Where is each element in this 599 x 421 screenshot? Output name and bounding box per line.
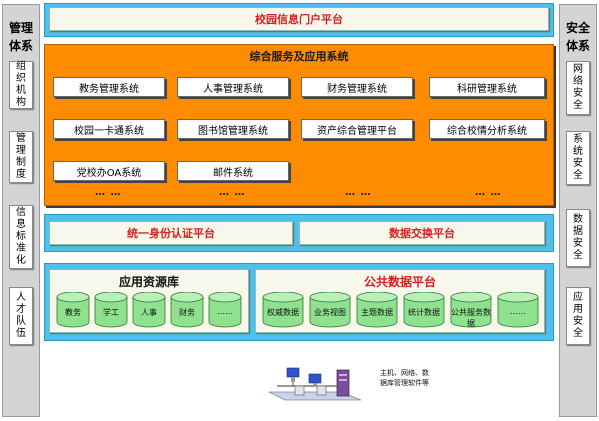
repo-item-cylinder: 教务 (56, 291, 90, 328)
public-data-item-label: 统计数据 (408, 308, 440, 317)
public-data-item-cylinder: …… (497, 291, 539, 328)
public-data-item-label: 主题数据 (361, 308, 393, 317)
system-mail: 邮件系统 (177, 161, 289, 181)
data-layer-bar: 应用资源库 教务 学工 人事 财务 …… 公共数据平台 权威数据 业务视图 主题数据 统计数据… (44, 263, 554, 341)
infrastructure-label: 主机、网络、数 据库管理软件等 (380, 368, 429, 388)
public-data-item-label: …… (510, 307, 526, 316)
repo-item-label: 人事 (141, 308, 157, 317)
repo-item-label: 财务 (179, 308, 195, 317)
system-campus-analysis: 综合校情分析系统 (429, 119, 545, 139)
security-system-column: 安全体系 网络安全 系统安全 数据安全 应用安全 (559, 4, 597, 417)
system-personnel: 人事管理系统 (177, 77, 289, 97)
left-item-talent: 人才队伍 (9, 287, 33, 345)
public-data-item-cylinder: 权威数据 (262, 291, 304, 328)
right-item-system-security: 系统安全 (566, 131, 590, 185)
app-resource-repo: 应用资源库 教务 学工 人事 财务 …… (49, 269, 249, 333)
services-ellipsis-3: … … (345, 187, 372, 198)
right-item-network-security: 网络安全 (566, 61, 590, 115)
left-item-regulations: 管理制度 (9, 131, 33, 183)
system-oa: 党校办OA系统 (53, 161, 165, 181)
portal-title: 校园信息门户平台 (49, 7, 549, 31)
system-library: 图书馆管理系统 (177, 119, 289, 139)
repo-item-cylinder: 人事 (132, 291, 166, 328)
management-system-heading: 管理体系 (8, 21, 33, 53)
public-data-item-label: 公共服务数据 (451, 308, 491, 328)
portal-bar: 校园信息门户平台 (44, 3, 554, 37)
left-item-standardization: 信息标准化 (9, 205, 33, 269)
repo-item-label: 学工 (103, 308, 119, 317)
security-system-heading: 安全体系 (565, 21, 590, 53)
infrastructure-label-line2: 据库管理软件等 (380, 379, 429, 387)
middleware-bar: 统一身份认证平台 数据交换平台 (44, 214, 554, 252)
infrastructure-label-line1: 主机、网络、数 (380, 369, 429, 377)
app-resource-repo-title: 应用资源库 (118, 275, 179, 289)
left-item-organization: 组织机构 (9, 61, 33, 109)
public-data-item-cylinder: 业务视图 (309, 291, 351, 328)
services-ellipsis-2: … … (219, 187, 246, 198)
repo-item-label: 教务 (65, 308, 81, 317)
infrastructure-illustration (265, 362, 365, 404)
system-academic-affairs: 教务管理系统 (53, 77, 165, 97)
public-data-item-cylinder: 主题数据 (356, 291, 398, 328)
repo-item-cylinder: 学工 (94, 291, 128, 328)
services-title: 综合服务及应用系统 (249, 50, 349, 63)
system-finance: 财务管理系统 (301, 77, 413, 97)
public-data-item-label: 权威数据 (267, 308, 299, 317)
unified-auth-platform: 统一身份认证平台 (49, 221, 293, 245)
data-exchange-platform: 数据交换平台 (299, 221, 545, 245)
system-asset-management: 资产综合管理平台 (301, 119, 413, 139)
right-item-data-security: 数据安全 (566, 209, 590, 267)
public-data-item-cylinder: 公共服务数据 (450, 291, 492, 328)
public-data-platform: 公共数据平台 权威数据 业务视图 主题数据 统计数据 公共服务数据 …… (255, 269, 545, 333)
services-panel: 综合服务及应用系统 教务管理系统 人事管理系统 财务管理系统 科研管理系统 校园… (44, 44, 554, 206)
services-ellipsis-4: … … (475, 187, 502, 198)
repo-item-cylinder: 财务 (170, 291, 204, 328)
network-server-icon (268, 367, 362, 401)
system-campus-card: 校园一卡通系统 (53, 119, 165, 139)
public-data-platform-title: 公共数据平台 (363, 275, 436, 289)
repo-item-cylinder: …… (208, 291, 242, 328)
public-data-item-label: 业务视图 (314, 308, 346, 317)
repo-item-label: …… (217, 307, 233, 316)
management-system-column: 管理体系 组织机构 管理制度 信息标准化 人才队伍 (2, 4, 40, 417)
system-research: 科研管理系统 (429, 77, 545, 97)
services-ellipsis-1: … … (95, 187, 122, 198)
public-data-item-cylinder: 统计数据 (403, 291, 445, 328)
right-item-application-security: 应用安全 (566, 287, 590, 345)
